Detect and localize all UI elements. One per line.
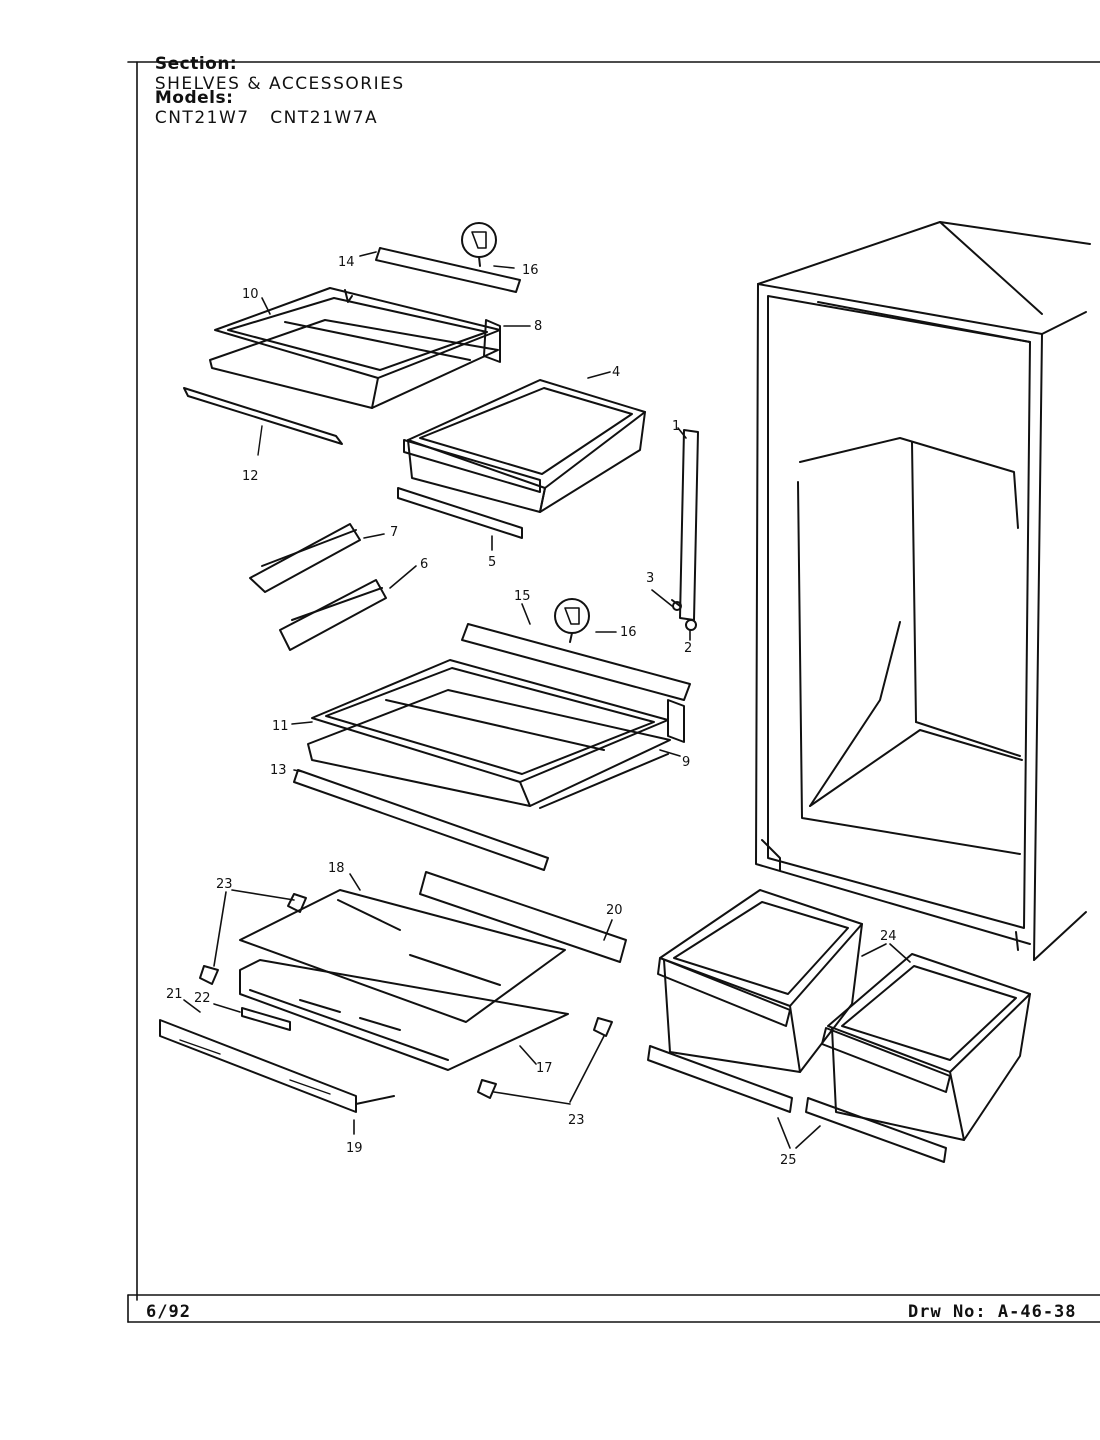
drawing-number: Drw No: A-46-38 [908, 1302, 1077, 1322]
callout-12: 12 [242, 469, 259, 484]
drawer-rail-5 [397, 487, 523, 539]
shelf-support-7 [249, 523, 361, 593]
models-value: CNT21W7 CNT21W7A [154, 108, 379, 128]
upper-shelf-trim-12 [183, 387, 343, 456]
crisper-hinges-23 [199, 893, 613, 1099]
crisper-drawer-24-right [821, 953, 1031, 1141]
deli-drawer-4 [403, 379, 646, 513]
callout-10: 10 [242, 287, 259, 302]
callout-19: 19 [346, 1141, 363, 1156]
crisper-bracket-22 [241, 1007, 291, 1031]
crisper-cover-front-19 [159, 1019, 395, 1113]
crisper-drawer-24-left [657, 889, 863, 1073]
mid-shelf-trim-15 [461, 623, 691, 701]
callout-13: 13 [270, 763, 287, 778]
callout-5: 5 [488, 555, 496, 570]
clip-bubble-16-top [461, 222, 497, 267]
callout-17: 17 [536, 1061, 553, 1076]
callout-18: 18 [328, 861, 345, 876]
section-heading: Section: SHELVES & ACCESSORIES [142, 34, 405, 94]
callout-9: 9 [682, 755, 690, 770]
models-label: Models: [154, 88, 234, 108]
callout-2: 2 [684, 641, 692, 656]
callout-labels: 1 2 3 4 5 6 7 8 9 10 11 12 13 14 15 16 1… [166, 255, 897, 1168]
callout-21: 21 [166, 987, 183, 1002]
callout-11: 11 [272, 719, 289, 734]
section-value: SHELVES & ACCESSORIES [154, 74, 405, 94]
leader-lines [183, 251, 911, 1149]
callout-22: 22 [194, 991, 211, 1006]
callout-6: 6 [420, 557, 428, 572]
callout-24: 24 [880, 929, 897, 944]
shelf-support-6 [279, 579, 387, 651]
callout-20: 20 [606, 903, 623, 918]
callout-25: 25 [780, 1153, 797, 1168]
section-label: Section: [154, 54, 238, 74]
crisper-trim-20 [419, 871, 627, 963]
top-shelf-trim-14 [375, 247, 521, 293]
callout-23-lower: 23 [568, 1113, 585, 1128]
callout-7: 7 [390, 525, 398, 540]
callout-3: 3 [646, 571, 654, 586]
mid-shelf-trim-13 [293, 769, 549, 871]
callout-8: 8 [534, 319, 542, 334]
page-frame [127, 61, 1100, 1323]
callout-4: 4 [612, 365, 620, 380]
callout-1: 1 [672, 419, 680, 434]
ladder-rail-1 [671, 429, 699, 631]
crisper-frame-17 [239, 959, 569, 1071]
refrigerator-cabinet [755, 221, 1091, 961]
callout-14: 14 [338, 255, 355, 270]
upper-shelf-10-8 [209, 287, 501, 409]
drawing-date: 6/92 [146, 1302, 191, 1322]
callout-15: 15 [514, 589, 531, 604]
crisper-glass-18 [239, 889, 566, 1023]
callout-16-mid: 16 [620, 625, 637, 640]
callout-23-upper: 23 [216, 877, 233, 892]
mid-shelf-11-9 [307, 659, 685, 809]
clip-bubble-16-mid [554, 598, 590, 643]
callout-16-top: 16 [522, 263, 539, 278]
crisper-rails-25 [647, 1045, 947, 1163]
models-heading: Models: CNT21W7 CNT21W7A [142, 68, 378, 128]
